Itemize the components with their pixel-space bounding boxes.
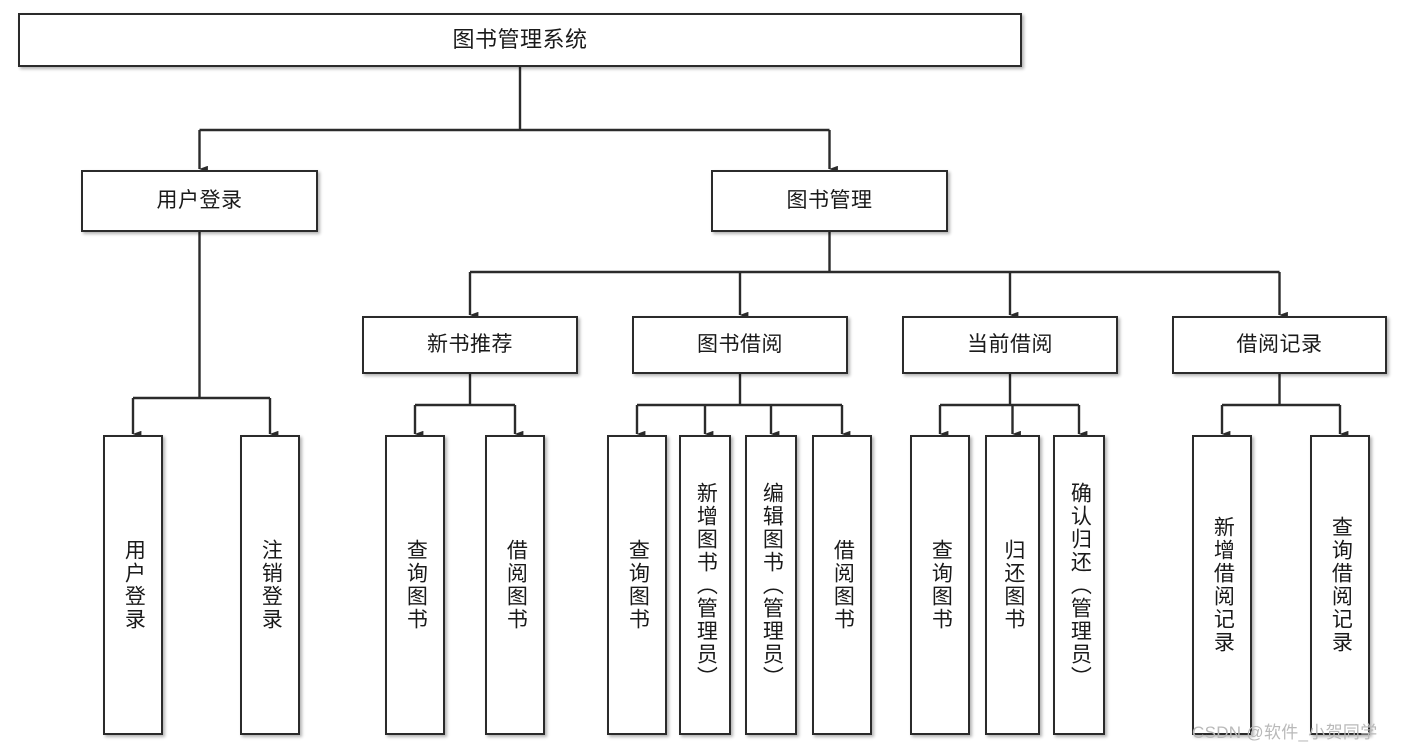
node-label: 查询借阅记录: [1329, 516, 1353, 654]
node-borrow[interactable]: 图书借阅: [632, 316, 848, 374]
node-root[interactable]: 图书管理系统: [18, 13, 1022, 67]
node-label: 用户登录: [156, 188, 243, 212]
node-b_edit[interactable]: 编辑图书（管理员）: [745, 435, 797, 735]
node-label: 当前借阅: [967, 332, 1053, 356]
node-label: 编辑图书（管理员）: [760, 481, 784, 689]
node-l_login[interactable]: 用户登录: [103, 435, 163, 735]
node-b_lend[interactable]: 借阅图书: [812, 435, 872, 735]
node-n_borrow[interactable]: 借阅图书: [485, 435, 545, 735]
node-l_logout[interactable]: 注销登录: [240, 435, 300, 735]
node-c_query[interactable]: 查询图书: [910, 435, 970, 735]
node-c_confirm[interactable]: 确认归还（管理员）: [1053, 435, 1105, 735]
node-label: 归还图书: [1001, 539, 1025, 631]
node-records[interactable]: 借阅记录: [1172, 316, 1387, 374]
node-r_add[interactable]: 新增借阅记录: [1192, 435, 1252, 735]
node-label: 确认归还（管理员）: [1068, 481, 1092, 689]
node-c_return[interactable]: 归还图书: [985, 435, 1040, 735]
node-label: 图书管理系统: [452, 27, 588, 53]
node-label: 注销登录: [259, 539, 283, 631]
node-newbook[interactable]: 新书推荐: [362, 316, 578, 374]
node-b_query[interactable]: 查询图书: [607, 435, 667, 735]
node-label: 新增图书（管理员）: [694, 481, 718, 689]
node-bookmgmt[interactable]: 图书管理: [711, 170, 948, 232]
node-current[interactable]: 当前借阅: [902, 316, 1118, 374]
node-label: 新增借阅记录: [1211, 516, 1235, 654]
watermark-csdn: CSDN @软件_小贺同学: [1192, 723, 1378, 742]
node-label: 图书借阅: [697, 332, 783, 356]
node-label: 借阅记录: [1236, 332, 1323, 356]
node-label: 图书管理: [786, 188, 873, 212]
node-r_query[interactable]: 查询借阅记录: [1310, 435, 1370, 735]
node-label: 新书推荐: [427, 332, 513, 356]
node-label: 查询图书: [626, 539, 650, 631]
node-label: 查询图书: [929, 539, 953, 631]
node-login[interactable]: 用户登录: [81, 170, 318, 232]
node-label: 用户登录: [122, 539, 146, 631]
node-label: 借阅图书: [504, 539, 528, 631]
node-label: 查询图书: [404, 539, 428, 631]
node-label: 借阅图书: [831, 539, 855, 631]
node-b_add[interactable]: 新增图书（管理员）: [679, 435, 731, 735]
node-n_query[interactable]: 查询图书: [385, 435, 445, 735]
edge-paths: [131, 67, 1349, 438]
